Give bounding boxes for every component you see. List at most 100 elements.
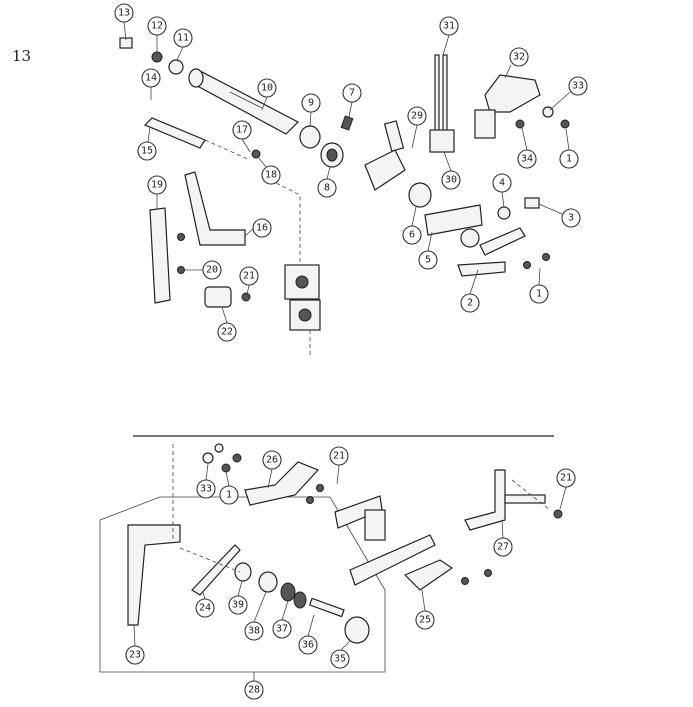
callout-label: 2 [467,298,473,309]
callout-label: 30 [445,175,457,186]
callout: 24 [195,591,215,618]
callout: 33 [549,76,588,111]
callout-label: 6 [409,230,415,241]
block-part [364,509,386,541]
callout: 27 [493,519,513,557]
callout: 32 [504,47,529,79]
callout-label: 21 [560,473,572,484]
gear-part [293,591,307,609]
callout-label: 19 [151,180,163,191]
callout-label: 37 [276,624,288,635]
callout-label: 17 [236,125,248,136]
callout-label: 14 [145,73,157,84]
callout-label: 1 [536,289,542,300]
callout: 34 [517,127,537,169]
callout: 25 [415,589,435,630]
bracket-part [149,207,171,304]
callout: 22 [217,306,237,342]
callout: 12 [147,16,167,52]
upper-assembly [119,37,570,355]
page-number: 13 [12,47,32,65]
callout: 7 [342,83,362,118]
callout-label: 10 [261,83,273,94]
callout-label: 18 [265,170,277,181]
callout-label: 16 [256,223,268,234]
callout-label: 15 [141,146,153,157]
lower-assembly [99,443,563,673]
arm-part [191,544,241,596]
pin-part [308,597,345,618]
callout-label: 39 [232,600,244,611]
callout: 1 [529,267,549,304]
callout-label: 11 [177,33,189,44]
callout: 10 [257,78,277,111]
callout: 14 [141,68,161,100]
callout-label: 32 [513,52,525,63]
callout-label: 27 [497,542,509,553]
washer-part [299,125,321,149]
bracket-part [464,469,506,531]
link-part [143,117,206,149]
callout: 20 [183,260,222,280]
callout-label: 9 [308,98,314,109]
callout-label: 33 [572,81,584,92]
plate-part [424,204,483,236]
connector-part [429,129,455,153]
lever-part [127,524,181,626]
callout-label: 26 [266,455,278,466]
callout: 30 [441,151,461,190]
callout-label: 31 [443,21,455,32]
callout: 21 [556,468,576,510]
callout: 13 [114,3,134,41]
callout-label: 23 [129,650,141,661]
callout-label: 24 [199,603,211,614]
disc-part [258,571,278,593]
callout: 17 [232,120,252,153]
disc-part [234,562,252,582]
bracket-part [504,494,546,504]
washer-part [168,59,184,75]
bearing-part [408,182,432,208]
rod-part [434,54,440,136]
shaft-part [188,68,300,135]
callout-label: 8 [324,183,330,194]
callout: 4 [492,173,512,208]
callout: 2 [460,269,480,313]
callout-label: 21 [333,451,345,462]
pin-part [383,120,405,152]
callout-label: 1 [226,490,232,501]
clamp-part [204,286,232,308]
callout-label: 4 [499,178,505,189]
callout: 8 [317,166,337,198]
callout: 36 [298,614,318,655]
callout-label: 21 [243,271,255,282]
callout: 1 [559,128,579,169]
callout: 28 [244,672,264,700]
nut-part [280,582,296,602]
callout-label: 29 [411,111,423,122]
cam-part [364,149,406,191]
callout-label: 38 [248,626,260,637]
callout: 35 [330,640,351,669]
set-screw-part [340,115,354,131]
callout: 5 [418,231,438,270]
arm-part [349,534,436,586]
callout-label: 12 [151,21,163,32]
callout: 38 [244,591,267,641]
callout: 21 [239,266,259,296]
callout-label: 20 [206,265,218,276]
callout: 11 [173,28,193,61]
callout: 18 [257,156,281,185]
callout: 31 [439,16,459,56]
callout: 37 [272,600,292,639]
bracket-part [484,74,541,113]
callout-label: 33 [200,484,212,495]
callout: 29 [407,106,427,149]
callout: 33 [196,463,216,499]
callout-label: 13 [118,8,130,19]
callout: 6 [402,206,422,245]
arm-part [479,227,526,256]
arm-part [457,261,506,277]
arm-part [403,559,454,591]
